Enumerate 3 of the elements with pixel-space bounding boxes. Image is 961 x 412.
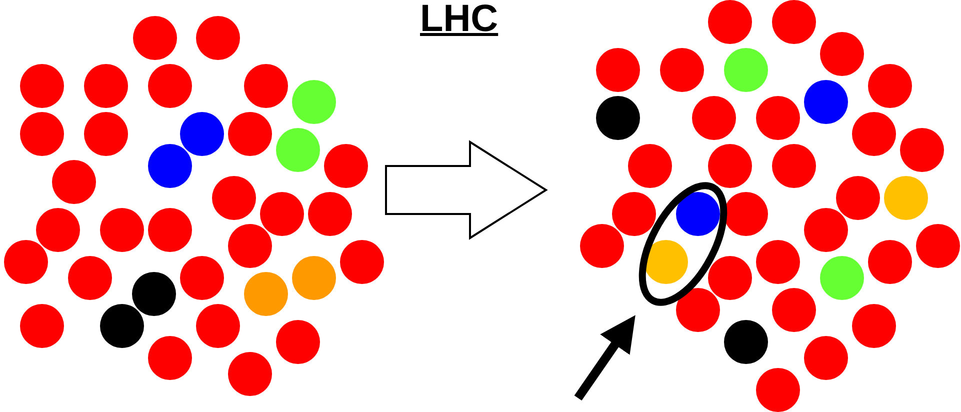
arrow (385, 140, 548, 240)
title: LHC (420, 0, 498, 41)
arrow (574, 315, 636, 401)
